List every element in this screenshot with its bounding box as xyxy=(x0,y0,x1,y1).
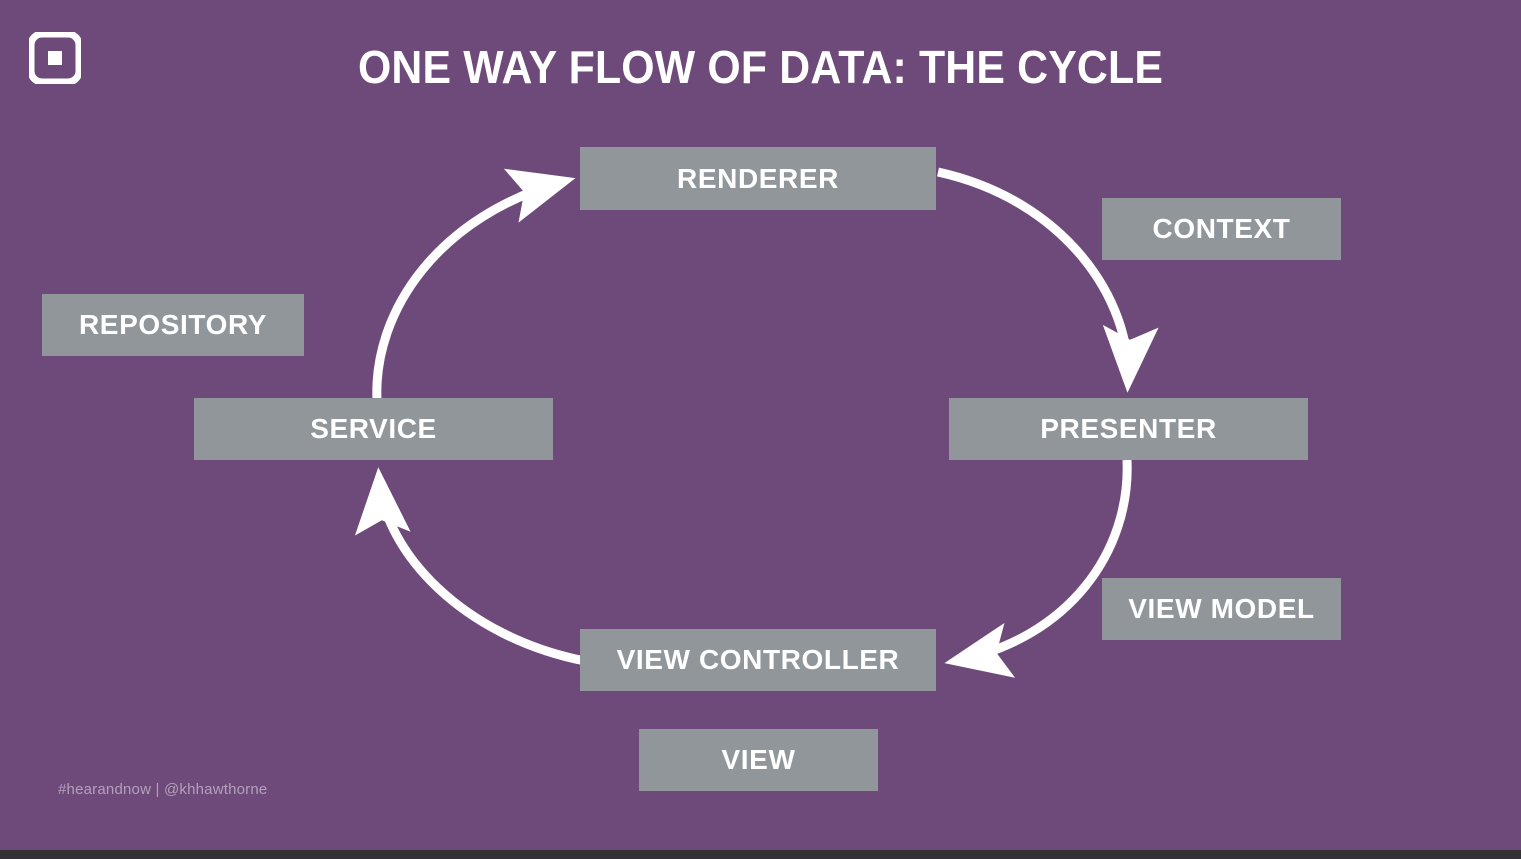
node-view-label: VIEW xyxy=(721,744,796,775)
square-logo xyxy=(27,30,83,86)
node-view-controller-label: VIEW CONTROLLER xyxy=(616,644,900,675)
node-repository-label: REPOSITORY xyxy=(78,309,268,340)
node-context[interactable]: CONTEXT xyxy=(1102,198,1341,260)
arrow-service-to-renderer xyxy=(372,168,576,401)
node-service[interactable]: SERVICE xyxy=(194,398,553,460)
node-context-label: CONTEXT xyxy=(1152,213,1291,244)
arrow-viewcontroller-to-service xyxy=(354,467,586,666)
arrow-renderer-to-presenter xyxy=(937,167,1159,393)
node-renderer-label: RENDERER xyxy=(677,162,839,194)
footer-handle: #hearandnow | @khhawthorne xyxy=(58,781,268,798)
node-view-model-label: VIEW MODEL xyxy=(1128,593,1315,624)
node-service-label: SERVICE xyxy=(310,413,437,444)
node-repository[interactable]: REPOSITORY xyxy=(42,294,304,356)
node-renderer[interactable]: RENDERER xyxy=(580,147,936,210)
node-view-model[interactable]: VIEW MODEL xyxy=(1102,578,1341,640)
node-presenter-label: PRESENTER xyxy=(1040,413,1217,444)
node-view-controller[interactable]: VIEW CONTROLLER xyxy=(580,629,936,691)
page-title: ONE WAY FLOW OF DATA: THE CYCLE xyxy=(357,41,1164,93)
node-view[interactable]: VIEW xyxy=(639,729,878,791)
node-presenter[interactable]: PRESENTER xyxy=(949,398,1308,460)
